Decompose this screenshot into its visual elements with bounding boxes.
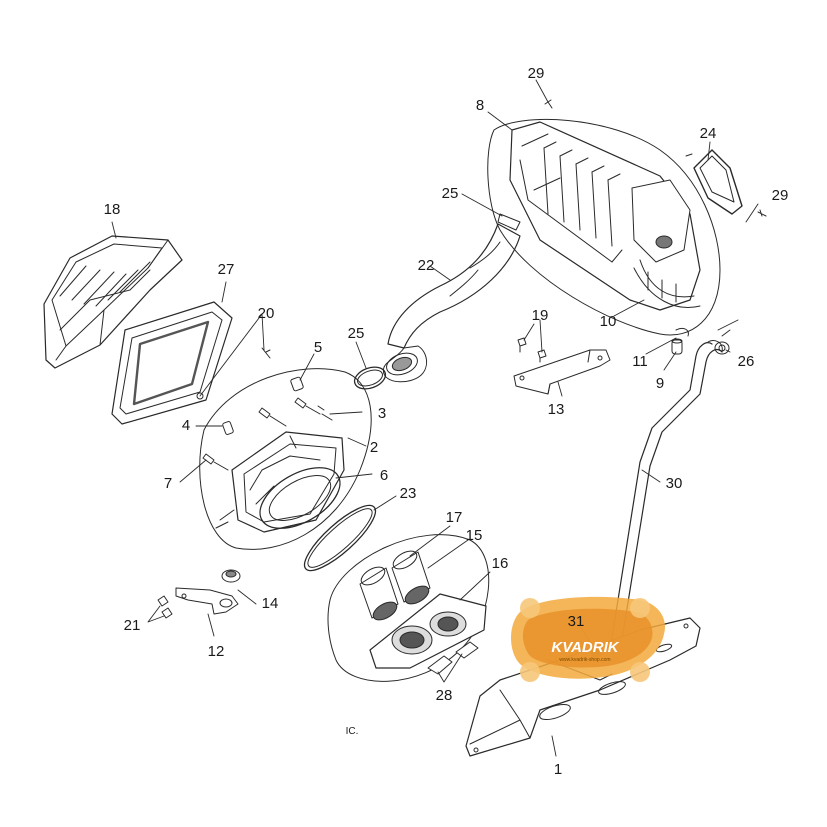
callout-10: 10 bbox=[600, 313, 617, 330]
callout-20: 20 bbox=[258, 305, 275, 322]
watermark-tagline-text: www.kvadrik-shop.com bbox=[559, 657, 610, 663]
kvadrik-watermark-logo: KVADRIK www.kvadrik-shop.com bbox=[511, 596, 665, 682]
part-17-intake-tubes bbox=[359, 550, 431, 621]
callout-22: 22 bbox=[418, 257, 435, 274]
part-11-clip bbox=[675, 327, 689, 337]
callout-13: 13 bbox=[548, 401, 565, 418]
callout-23: 23 bbox=[400, 485, 417, 502]
part-18-airbox-cover bbox=[43, 235, 183, 369]
callout-15: 15 bbox=[466, 527, 483, 544]
part-30-vent-hose bbox=[609, 339, 723, 653]
callout-17: 17 bbox=[446, 509, 463, 526]
part-2-airbox-housing bbox=[199, 368, 372, 550]
part-22-intake-duct bbox=[382, 223, 521, 383]
callout-4: 4 bbox=[182, 417, 190, 434]
part-27-air-filter bbox=[111, 301, 233, 425]
callout-14: 14 bbox=[262, 595, 279, 612]
callout-5: 5 bbox=[314, 339, 322, 356]
callout-18: 18 bbox=[104, 201, 121, 218]
part-24-cover-gasket bbox=[693, 149, 743, 215]
callout-6: 6 bbox=[380, 467, 388, 484]
part-14-grommet bbox=[221, 569, 241, 583]
callout-27: 27 bbox=[218, 261, 235, 278]
part-23-o-ring bbox=[303, 504, 377, 572]
callout-30: 30 bbox=[666, 475, 683, 492]
part-12-bracket bbox=[175, 587, 239, 615]
callout-29-top: 29 bbox=[528, 65, 545, 82]
callout-2: 2 bbox=[370, 439, 378, 456]
callout-26: 26 bbox=[738, 353, 755, 370]
callout-24: 24 bbox=[700, 125, 717, 142]
callout-16: 16 bbox=[492, 555, 509, 572]
callout-25-left: 25 bbox=[348, 325, 365, 342]
callout-8: 8 bbox=[476, 97, 484, 114]
callout-19: 19 bbox=[532, 307, 549, 324]
part-20-screws bbox=[196, 347, 271, 400]
callout-1: 1 bbox=[554, 761, 562, 778]
callout-7: 7 bbox=[164, 475, 172, 492]
callout-25-top: 25 bbox=[442, 185, 459, 202]
callout-31: 31 bbox=[568, 613, 585, 630]
part-13-bracket bbox=[513, 349, 611, 395]
part-9-fitting bbox=[671, 338, 683, 355]
callout-28: 28 bbox=[436, 687, 453, 704]
callout-12: 12 bbox=[208, 643, 225, 660]
footnote-text: IC. bbox=[346, 726, 359, 737]
callout-labels: 29 8 24 29 25 18 22 27 20 10 19 25 5 11 … bbox=[104, 65, 789, 778]
callout-9: 9 bbox=[656, 375, 664, 392]
watermark-brand-text: KVADRIK bbox=[551, 639, 619, 656]
callout-3: 3 bbox=[378, 405, 386, 422]
part-25-hose-clamps bbox=[353, 213, 521, 390]
callout-11: 11 bbox=[632, 353, 648, 370]
part-15-intake-adaptor bbox=[327, 534, 490, 682]
parts-3-4-5-7-fasteners bbox=[202, 376, 333, 471]
part-8-airbox-lower bbox=[487, 118, 721, 336]
callout-29-right: 29 bbox=[772, 187, 789, 204]
part-21-bolts bbox=[157, 595, 173, 619]
callout-21: 21 bbox=[124, 617, 141, 634]
